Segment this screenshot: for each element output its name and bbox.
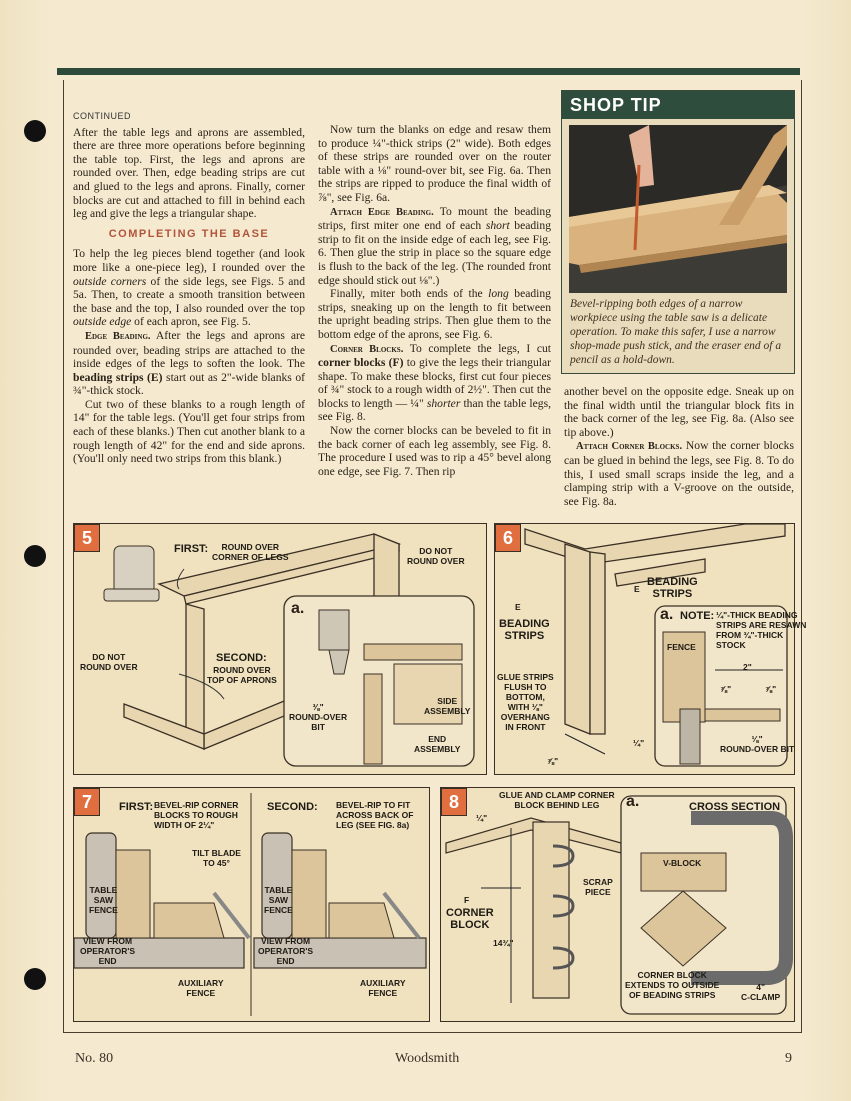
figure-6: 6 E BEADING STRIPS E BEADING STRIPS GLUE… (494, 523, 806, 775)
fig6-e1-label: E (515, 602, 521, 612)
fig7-view2: VIEW FROM OPERATOR'S END (258, 936, 314, 966)
paragraph: Attach Edge Beading. To mount the beadin… (318, 204, 552, 287)
text-column-2: Now turn the blanks on edge and resaw th… (318, 123, 551, 478)
fig6-dim-78b: ⅞" (765, 684, 777, 694)
paragraph: Corner Blocks. To complete the legs, I c… (318, 341, 552, 424)
figure-number: 7 (74, 788, 100, 816)
fig6-sub-a: a. (660, 606, 674, 623)
figure-5-drawing (103, 533, 475, 767)
figure-number: 5 (74, 524, 100, 552)
fig8-corner-block: CORNER BLOCK (446, 907, 494, 931)
section-heading: COMPLETING THE BASE (108, 227, 270, 240)
paragraph: Now the corner blocks can be beveled to … (318, 424, 551, 478)
paragraph: Finally, miter both ends of the long bea… (318, 287, 551, 341)
fig6-dim-78a: ⅞" (720, 684, 732, 694)
fig5-do-not-right: DO NOT ROUND OVER (407, 546, 465, 566)
shop-tip-box: SHOP TIP Bevel-ripping both edges of a n… (561, 90, 795, 374)
figure-7-drawing (74, 793, 427, 1016)
page-frame (63, 80, 802, 1033)
paragraph: another bevel on the opposite edge. Snea… (564, 385, 794, 439)
figure-number: 8 (441, 788, 467, 816)
issue-number: No. 80 (75, 1051, 114, 1066)
page-number: 9 (785, 1051, 792, 1066)
figure-5: 5 FIRST: ROUND OVER CORNER OF LEGS DO NO… (73, 523, 487, 775)
top-rule (57, 68, 800, 75)
fig7-first-label: FIRST: (119, 801, 154, 813)
fig7-view1: VIEW FROM OPERATOR'S END (80, 936, 136, 966)
fig5-end-label: END ASSEMBLY (414, 734, 461, 754)
fig8-sub-a: a. (626, 793, 640, 810)
paragraph: Attach Corner Blocks. Now the corner blo… (564, 439, 794, 508)
fig8-f-label: F (464, 895, 470, 905)
fig8-cross-section: CROSS SECTION (689, 801, 781, 813)
shop-tip-caption: Bevel-ripping both edges of a narrow wor… (570, 298, 782, 366)
fig7-first-text: BEVEL-RIP CORNER BLOCKS TO ROUGH WIDTH O… (154, 800, 239, 830)
publication-name: Woodsmith (395, 1051, 460, 1066)
figure-8-drawing (445, 795, 793, 1015)
fig6-e2-label: E (634, 584, 640, 594)
fig7-aux2: AUXILIARY FENCE (360, 978, 406, 998)
fig6-beading-left: BEADING STRIPS (499, 618, 550, 642)
fig5-do-not-left: DO NOT ROUND OVER (80, 652, 138, 672)
figure-6-drawing (524, 524, 788, 767)
continued-label: CONTINUED (73, 111, 131, 121)
text-column-3: another bevel on the opposite edge. Snea… (564, 385, 794, 508)
fig7-aux1: AUXILIARY FENCE (178, 978, 224, 998)
fig6-glue-note: GLUE STRIPS FLUSH TO BOTTOM, WITH ⅛" OVE… (497, 672, 554, 732)
paragraph: Edge Beading. After the legs and aprons … (73, 328, 305, 398)
fig5-sub-a: a. (291, 600, 305, 617)
fig8-glue-label: GLUE AND CLAMP CORNER BLOCK BEHIND LEG (499, 790, 615, 810)
binder-hole (24, 968, 46, 990)
figure-number: 6 (495, 524, 521, 552)
fig5-first-text: ROUND OVER CORNER OF LEGS (212, 542, 289, 562)
fig5-bit-label: ⅜" ROUND-OVER BIT (289, 702, 348, 732)
fig6-dim-78: ⅞" (547, 756, 559, 766)
fig6-fence-label: FENCE (667, 642, 696, 652)
fig6-note-text: ¼"-THICK BEADING STRIPS ARE RESAWN FROM … (716, 610, 807, 650)
binder-hole (24, 545, 46, 567)
fig7-second-label: SECOND: (267, 801, 318, 813)
paragraph: To help the leg pieces blend together (a… (73, 247, 306, 329)
figure-7: 7 FIRST: BEVEL-RIP CORNER BLOCKS TO ROUG… (73, 787, 430, 1022)
fig5-side-label: SIDE ASSEMBLY (424, 696, 471, 716)
fig8-extends-label: CORNER BLOCK EXTENDS TO OUTSIDE OF BEADI… (625, 970, 720, 1000)
shop-tip-title: SHOP TIP (562, 91, 794, 119)
fig7-tilt-label: TILT BLADE TO 45° (192, 848, 241, 868)
binder-hole (24, 120, 46, 142)
paragraph: After the table legs and aprons are asse… (73, 125, 305, 221)
fig5-first-label: FIRST: (174, 543, 209, 555)
fig8-clamp-label: 4" C-CLAMP (741, 982, 781, 1002)
paragraph: Cut two of these blanks to a rough lengt… (73, 397, 305, 466)
fig6-bit-label: ⅛" ROUND-OVER BIT (720, 734, 795, 754)
fig8-vblock: V-BLOCK (663, 858, 702, 868)
fig7-fence2: TABLE SAW FENCE (264, 885, 293, 915)
fig6-dim-14: ¼" (633, 738, 645, 748)
text-column-1: CONTINUED After the table legs and apron… (73, 110, 305, 466)
figure-8: 8 GLUE AND CLAMP CORNER BLOCK BEHIND LEG… (440, 787, 795, 1022)
fig8-dim-1434: 14¾" (493, 938, 514, 948)
shop-tip-photo (569, 125, 787, 293)
fig6-dim-2: 2" (743, 662, 752, 672)
fig7-fence1: TABLE SAW FENCE (89, 885, 118, 915)
fig6-note-label: NOTE: (680, 610, 715, 622)
fig8-dim-14: ¼" (476, 813, 488, 823)
fig7-second-text: BEVEL-RIP TO FIT ACROSS BACK OF LEG (SEE… (336, 800, 414, 830)
fig5-second-label: SECOND: (216, 652, 267, 664)
fig8-scrap-label: SCRAP PIECE (583, 877, 613, 897)
paragraph: Now turn the blanks on edge and resaw th… (318, 123, 551, 204)
fig5-second-text: ROUND OVER TOP OF APRONS (207, 665, 277, 685)
fig6-beading-right: BEADING STRIPS (647, 576, 698, 600)
